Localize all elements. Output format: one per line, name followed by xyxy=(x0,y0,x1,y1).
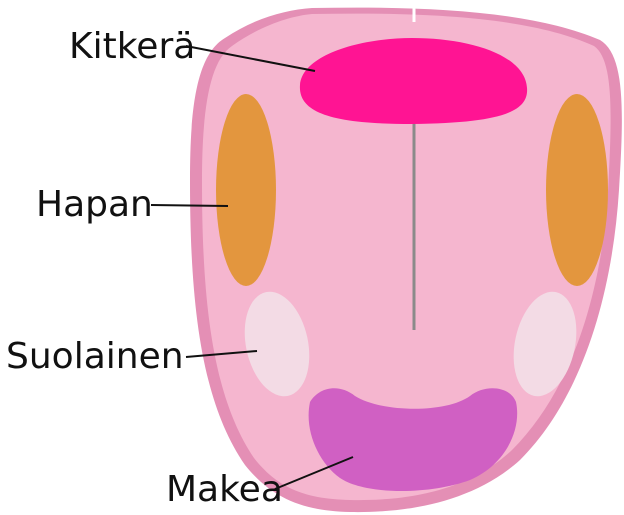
sweet-label: Makea xyxy=(166,469,283,510)
sour-leader-line xyxy=(151,205,228,206)
salty-label: Suolainen xyxy=(6,336,184,377)
sour-zone-right xyxy=(546,94,608,286)
bitter-label: Kitkerä xyxy=(69,26,195,67)
sour-label: Hapan xyxy=(36,184,153,225)
sour-zone-left xyxy=(216,94,276,286)
